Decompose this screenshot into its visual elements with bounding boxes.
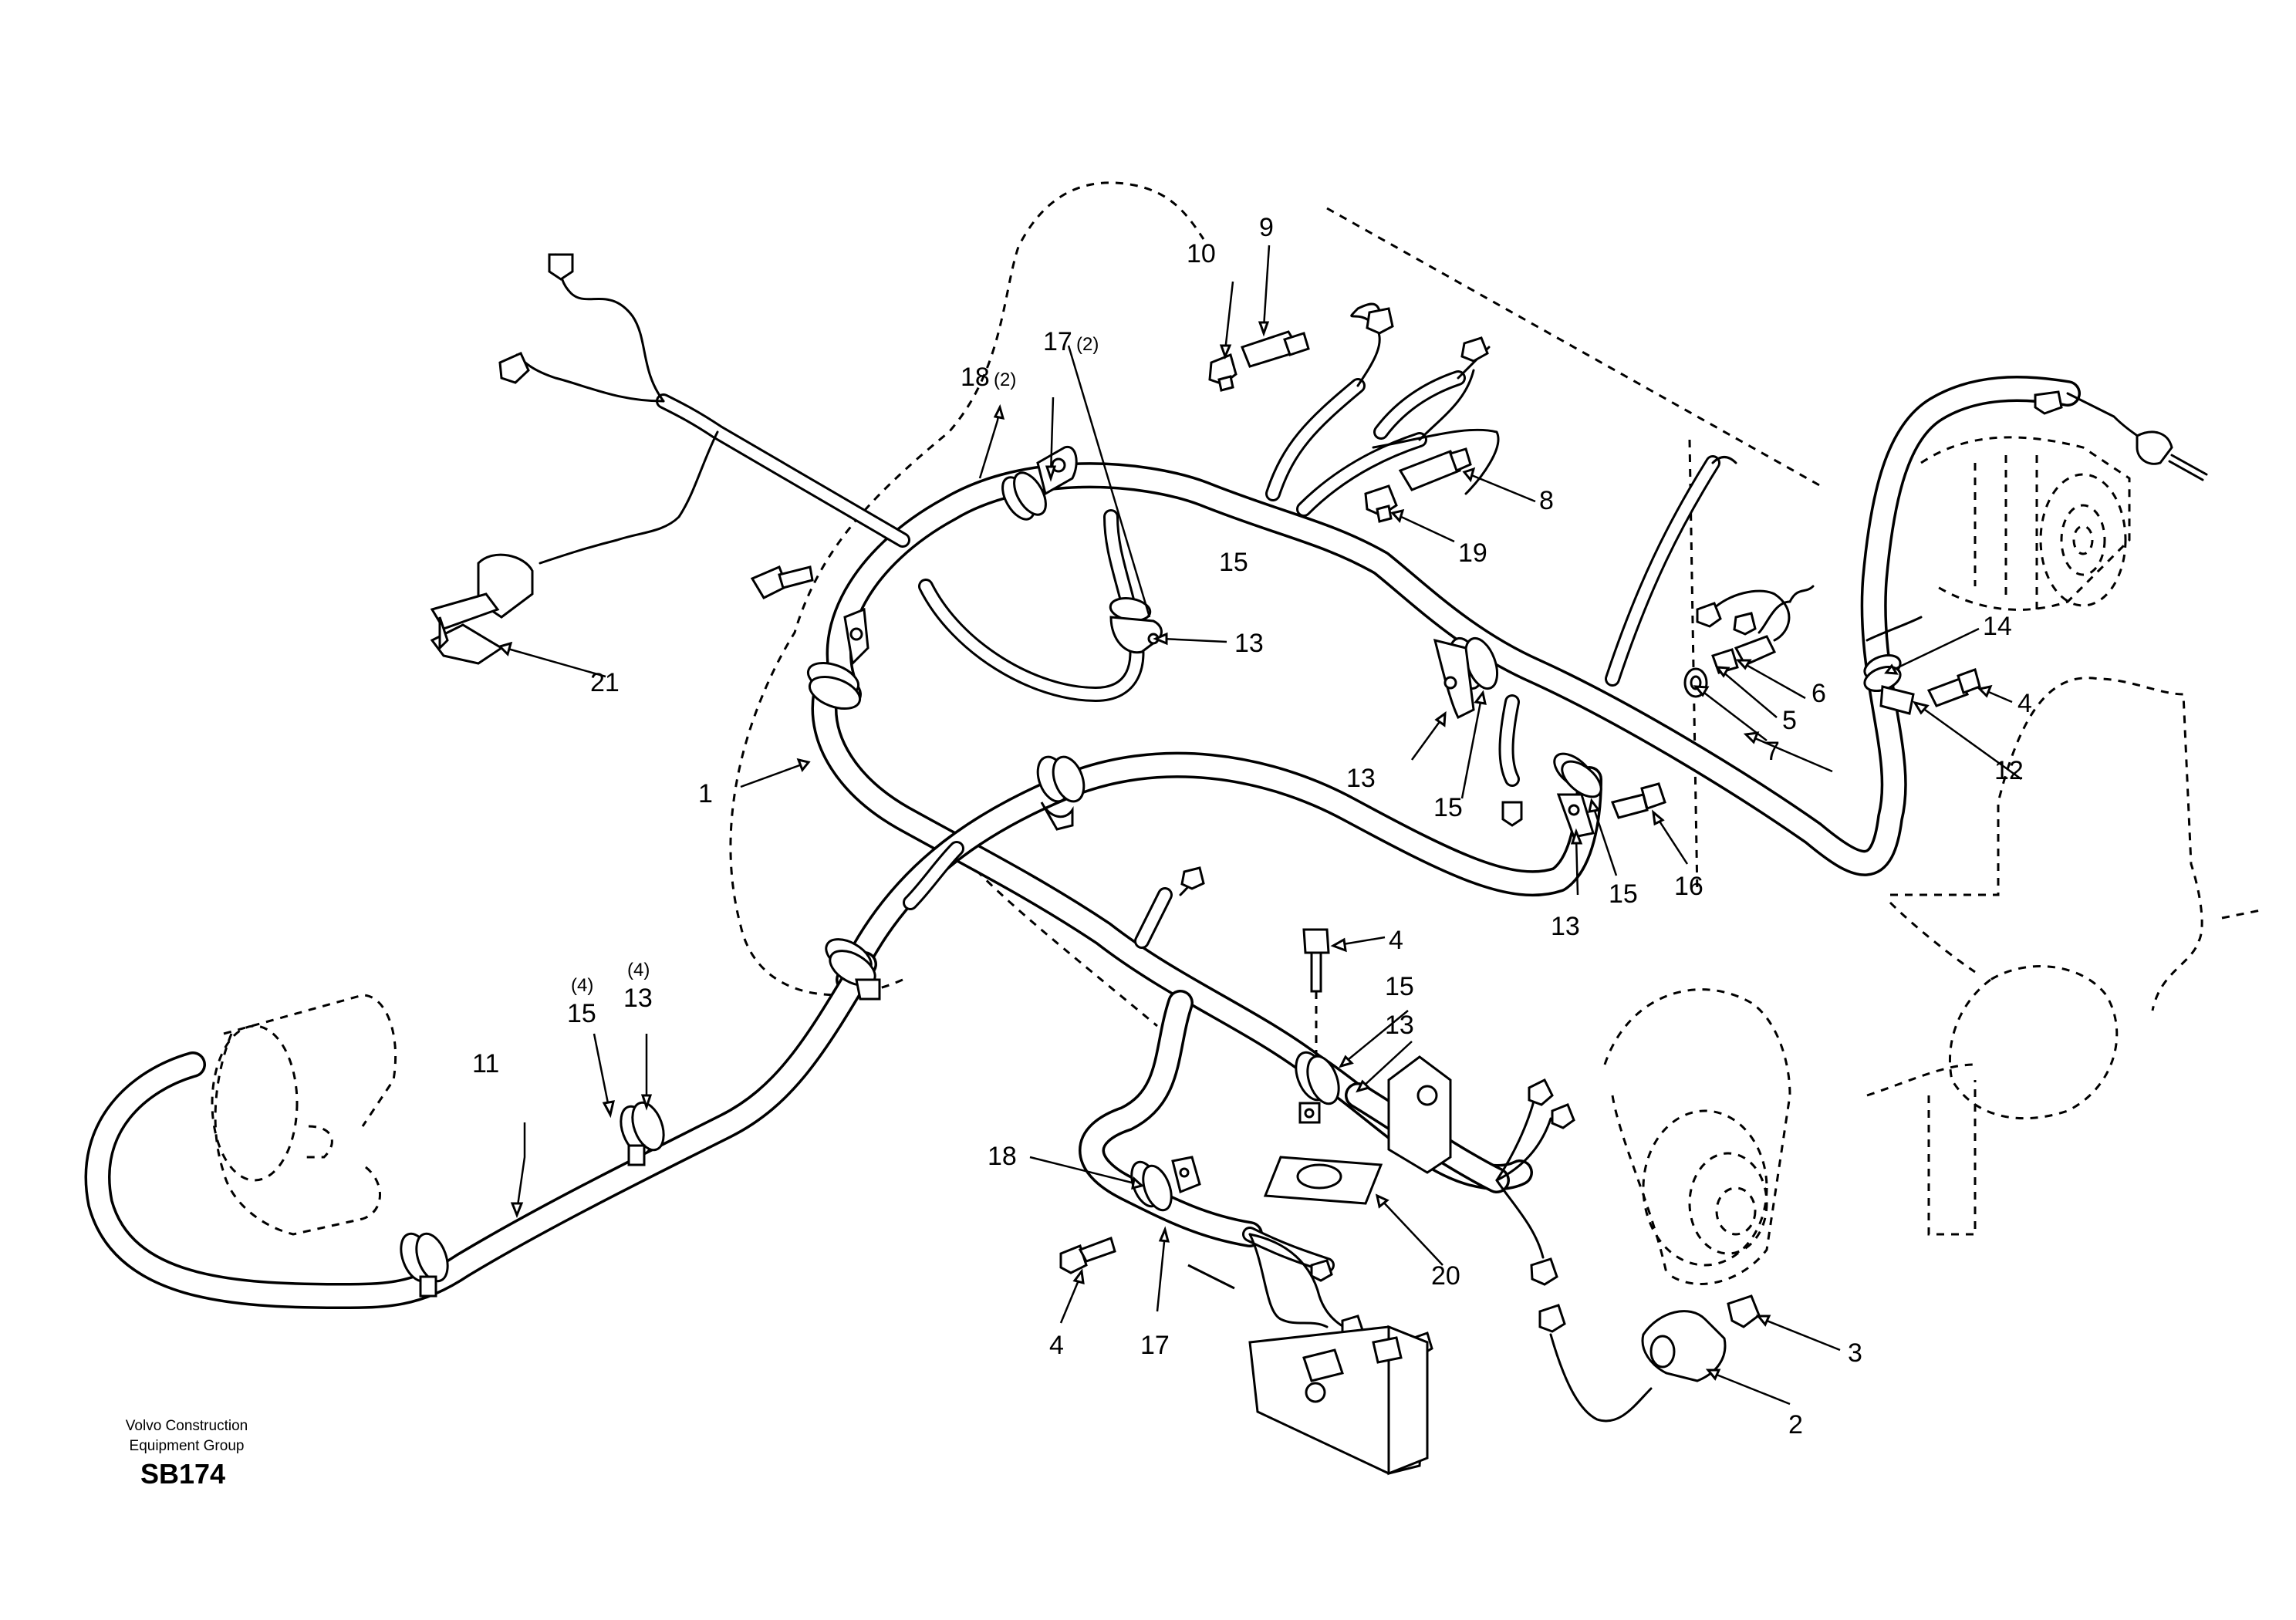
connector-terminal: [2034, 390, 2063, 415]
connector-terminal: [548, 253, 574, 281]
connector-terminal: [1696, 602, 1722, 628]
connector-terminal: [1528, 1078, 1554, 1106]
callout-12: 12: [1994, 756, 2024, 785]
callout-18: 18: [988, 1142, 1017, 1171]
alternator-outline: [1603, 988, 1791, 1285]
callout-9: 9: [1259, 213, 1274, 242]
callout-15-b: 15: [1433, 793, 1463, 822]
callout-6: 6: [1811, 679, 1826, 708]
callout-15-d: 15: [1385, 972, 1414, 1001]
callout-3: 3: [1848, 1338, 1862, 1368]
callout-13-e: 13: [623, 984, 653, 1013]
engine-outline-dashed: [729, 181, 2261, 1236]
callout-13-a: 13: [1234, 629, 1264, 658]
callout-16: 16: [1674, 872, 1703, 901]
connector-terminal: [1366, 307, 1394, 335]
connector-terminal: [1530, 1257, 1558, 1286]
leader-lines: [498, 245, 2022, 1406]
callout-15-c: 15: [1609, 879, 1638, 909]
callout-17-qty-count: (2): [1076, 334, 1099, 355]
thin-branches: [656, 370, 1720, 1273]
callout-5: 5: [1782, 706, 1797, 735]
starter-motor-outline: [211, 994, 397, 1236]
connector-terminal: [1310, 1259, 1333, 1282]
callout-10: 10: [1187, 239, 1216, 268]
callout-18-qty: 18: [961, 363, 990, 392]
clamps: [400, 445, 1915, 1298]
diagram-code: SB174: [140, 1458, 226, 1490]
callout-7: 7: [1765, 737, 1780, 766]
callout-17: 17: [1140, 1331, 1170, 1360]
callout-17-qty: 17: [1043, 327, 1072, 356]
company-credit: Volvo Construction Equipment Group: [86, 1416, 287, 1456]
connectors: [498, 253, 2063, 1356]
callout-18-qty-count: (2): [994, 370, 1016, 390]
connector-terminal: [1180, 866, 1205, 890]
callout-15-a: 15: [1219, 548, 1248, 577]
brackets: [1187, 1055, 1452, 1476]
callout-4-right: 4: [2017, 689, 2032, 718]
callout-4-bottom: 4: [1049, 1331, 1064, 1360]
fittings: [430, 330, 2208, 1382]
callout-13-c: 13: [1551, 912, 1580, 941]
connector-terminal: [1733, 612, 1757, 636]
connector-terminal: [498, 352, 530, 384]
pump-cylinder-outline: [1920, 436, 2131, 611]
callout-8: 8: [1539, 486, 1554, 515]
connector-terminal: [1501, 801, 1523, 827]
callout-4-center: 4: [1389, 926, 1403, 955]
main-harness: [84, 376, 2081, 1309]
callout-2: 2: [1788, 1410, 1803, 1439]
connector-terminal: [1460, 336, 1489, 363]
qty-15: (4): [571, 975, 593, 996]
callout-14: 14: [1983, 612, 2012, 641]
callout-15-e: 15: [567, 999, 596, 1028]
callout-labels: 9 10 17 (2) 18 (2) 8 19 15 13 21 1 13 15…: [472, 213, 2032, 1439]
qty-13: (4): [627, 960, 650, 980]
callout-13-d: 13: [1385, 1011, 1414, 1040]
callout-20: 20: [1431, 1261, 1460, 1291]
callout-19: 19: [1458, 538, 1487, 568]
callout-11: 11: [472, 1049, 499, 1078]
callout-21: 21: [590, 668, 620, 697]
callout-1: 1: [698, 779, 713, 808]
connector-terminal: [1538, 1304, 1566, 1333]
company-name-line2: Equipment Group: [129, 1438, 245, 1454]
wires: [515, 253, 2154, 1423]
connector-terminal: [1551, 1103, 1575, 1129]
callout-13-b: 13: [1346, 764, 1376, 793]
company-name-line1: Volvo Construction: [125, 1418, 248, 1434]
